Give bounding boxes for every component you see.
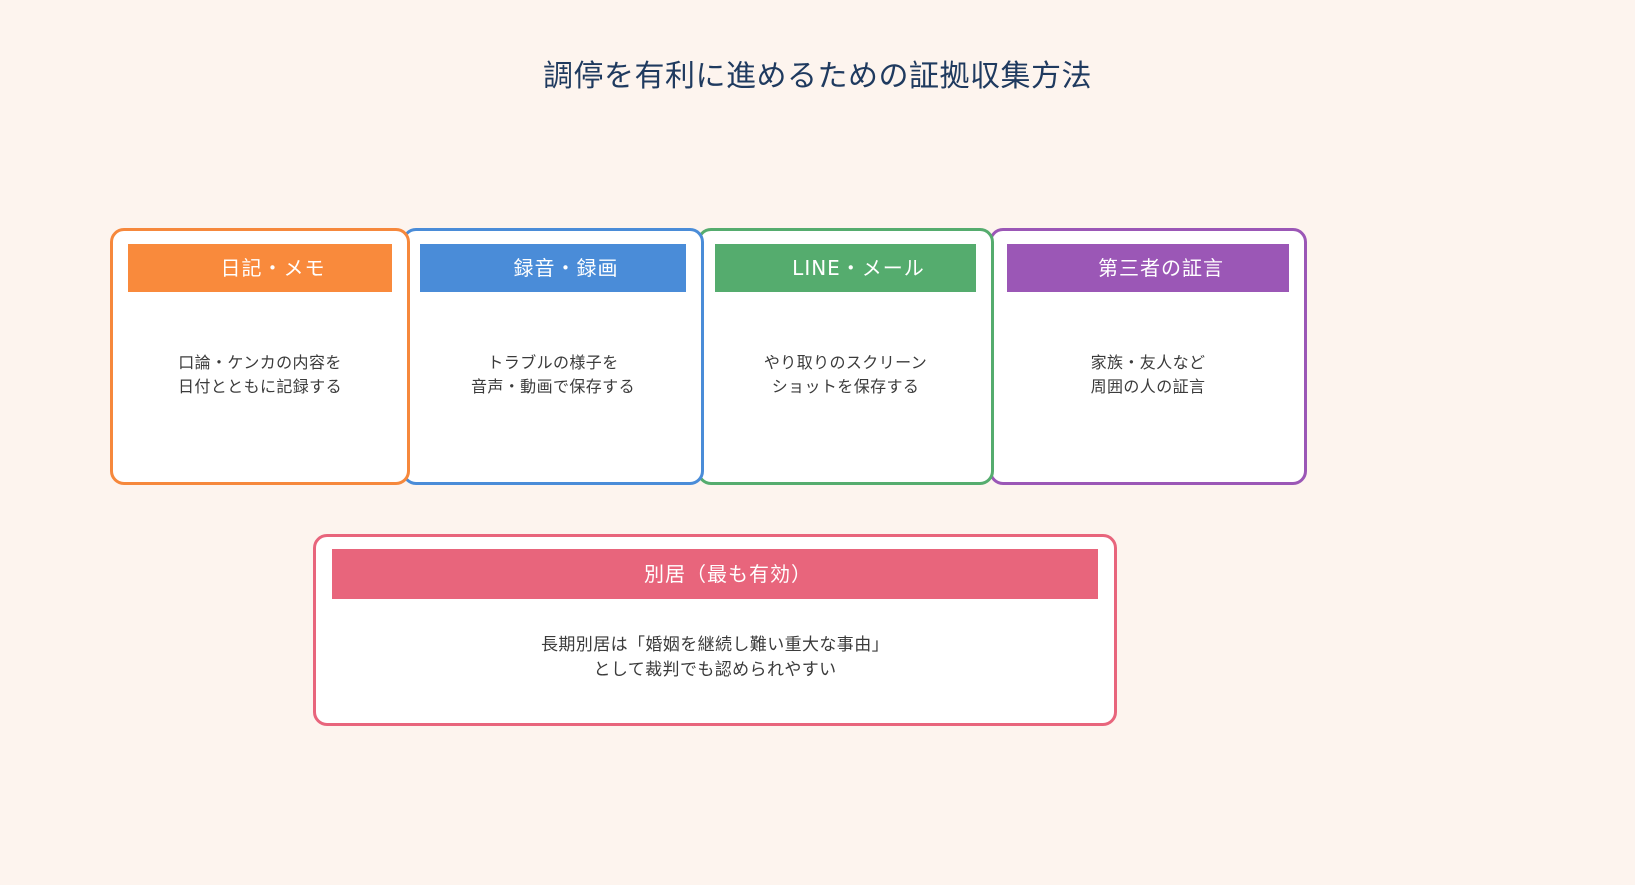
card-record-header: 録音・録画 (420, 244, 686, 374)
missing-glyph-box-icon (487, 258, 505, 374)
card-diary-body: 口論・ケンカの内容を 日付とともに記録する (177, 353, 342, 396)
card-separation[interactable]: 別居（最も有効） 長期別居は「婚姻を継続し難い重大な事由」 として裁判でも認めら… (313, 534, 1117, 726)
card-diary-header: 日記・メモ (128, 244, 392, 374)
card-witness-body: 家族・友人など 周囲の人の証言 (1090, 353, 1206, 396)
card-line-body: やり取りのスクリーン ショットを保存する (763, 353, 928, 396)
card-line[interactable]: LINE・メール やり取りのスクリーン ショットを保存する (697, 228, 994, 485)
card-line-header-label: LINE・メール (792, 256, 925, 280)
missing-glyph-box-icon (194, 258, 212, 374)
card-witness[interactable]: 第三者の証言 家族・友人など 周囲の人の証言 (989, 228, 1307, 485)
card-record-body: トラブルの様子を 音声・動画で保存する (470, 353, 635, 396)
page-title: 調停を有利に進めるための証拠収集方法 (543, 59, 1092, 94)
card-diary[interactable]: 日記・メモ 口論・ケンカの内容を 日付とともに記録する (110, 228, 410, 485)
card-record[interactable]: 録音・録画 トラブルの様子を 音声・動画で保存する (402, 228, 704, 485)
missing-glyph-box-icon (1072, 258, 1089, 374)
card-witness-header: 第三者の証言 (1007, 244, 1289, 374)
card-separation-header-label: 別居（最も有効） (644, 562, 812, 586)
card-diary-header-label: 日記・メモ (220, 256, 326, 280)
card-separation-body: 長期別居は「婚姻を継続し難い重大な事由」 として裁判でも認められやすい (541, 635, 889, 680)
card-witness-header-label: 第三者の証言 (1098, 256, 1224, 280)
missing-glyph-box-icon (618, 564, 635, 684)
card-separation-header: 別居（最も有効） (332, 549, 1098, 684)
card-line-header: LINE・メール (715, 244, 976, 374)
missing-glyph-box-icon (766, 258, 784, 374)
card-record-header-label: 録音・録画 (513, 256, 619, 280)
